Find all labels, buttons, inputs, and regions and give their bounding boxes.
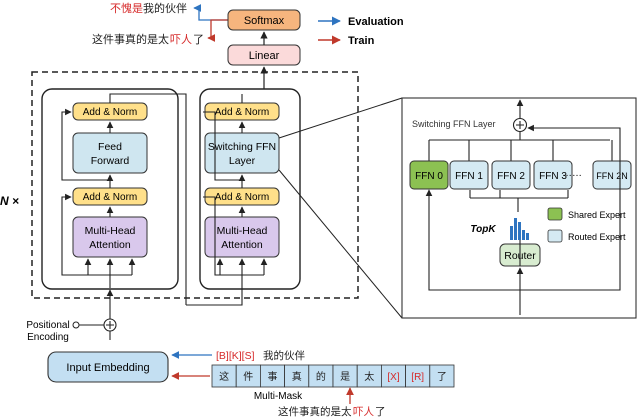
token-label: 事 bbox=[268, 370, 278, 383]
expert-label: FFN 3 bbox=[539, 171, 567, 182]
left-add-norm-top-label: Add & Norm bbox=[83, 107, 137, 118]
right-residual-top-line bbox=[203, 111, 242, 181]
output-train-black-end: 了 bbox=[193, 33, 204, 46]
expert-label: FFN 0 bbox=[415, 171, 443, 182]
input-embedding-label: Input Embedding bbox=[66, 362, 149, 374]
softmax-label: Softmax bbox=[244, 15, 285, 27]
bottom-sentence: 这件事真的是太 吓人 了 bbox=[278, 405, 386, 418]
multi-mask-label: Multi-Mask bbox=[254, 391, 303, 402]
train-output-arrow bbox=[207, 19, 228, 42]
switching-ffn-label-1: Switching FFN bbox=[208, 141, 276, 153]
expert-row: FFN 0 FFN 1 FFN 2 FFN 3 FFN 2N bbox=[409, 140, 632, 190]
right-add-norm-mid-label: Add & Norm bbox=[215, 192, 269, 203]
token-label: 件 bbox=[243, 371, 253, 383]
token-label: [X] bbox=[387, 372, 399, 383]
feed-forward-label-1: Feed bbox=[98, 141, 122, 153]
legend-routed-swatch bbox=[547, 229, 563, 243]
output-eval-text: 不愧是 我的伙伴 bbox=[110, 1, 187, 15]
token-label: [R] bbox=[411, 372, 424, 383]
left-residual-bottom bbox=[61, 193, 110, 276]
switching-ffn-box bbox=[204, 132, 280, 174]
bottom-sentence-end: 了 bbox=[375, 406, 386, 418]
eval-output-arrow bbox=[193, 4, 228, 21]
output-eval-red: 不愧是 bbox=[110, 1, 143, 15]
switching-detail-title: Switching FFN Layer bbox=[412, 119, 496, 129]
topk-bars bbox=[510, 218, 529, 240]
router-to-experts bbox=[469, 190, 569, 212]
switching-detail-panel bbox=[401, 97, 637, 319]
topk-bar-1 bbox=[510, 226, 513, 240]
n-times-label: N × bbox=[0, 194, 19, 208]
token-label: 了 bbox=[437, 371, 447, 383]
left-mha-box bbox=[72, 216, 148, 258]
right-mha-label-2: Attention bbox=[221, 239, 263, 251]
left-to-right-connector bbox=[109, 93, 187, 305]
right-add-norm-top-label: Add & Norm bbox=[215, 107, 269, 118]
token-label: 是 bbox=[340, 371, 350, 383]
token-label: 太 bbox=[364, 370, 374, 383]
detail-input-ffn0 bbox=[425, 189, 520, 291]
linear-label: Linear bbox=[249, 50, 280, 62]
topk-bar-2 bbox=[514, 218, 517, 240]
topk-bar-5 bbox=[526, 233, 529, 240]
zoom-line-bottom bbox=[278, 169, 403, 319]
detail-plus-icon bbox=[516, 121, 524, 129]
eval-input-tokens: [B][K][S] bbox=[216, 350, 255, 362]
expert-label: FFN 2N bbox=[596, 171, 628, 181]
left-mha-label-2: Attention bbox=[89, 239, 131, 251]
token-label: 这 bbox=[219, 370, 229, 383]
expert-dots: …… bbox=[562, 168, 582, 179]
expert-label: FFN 2 bbox=[497, 171, 525, 182]
left-residual-top bbox=[61, 108, 110, 181]
output-eval-black: 我的伙伴 bbox=[143, 1, 187, 15]
pos-plus-icon bbox=[106, 321, 114, 329]
left-mha-label-1: Multi-Head bbox=[85, 225, 136, 237]
token-box bbox=[429, 364, 455, 388]
topk-label: TopK bbox=[470, 224, 496, 235]
output-train-text: 这件事真的是太 吓人 了 bbox=[92, 32, 204, 46]
input-embedding-box bbox=[47, 351, 169, 383]
pos-enc-source bbox=[72, 321, 80, 329]
routed-expert-box bbox=[491, 160, 531, 190]
legend-evaluation: Evaluation bbox=[348, 16, 404, 28]
softmax-box bbox=[227, 9, 301, 31]
feed-forward-box bbox=[72, 132, 148, 174]
bottom-sentence-red: 吓人 bbox=[353, 406, 374, 418]
positional-label-1: Positional bbox=[26, 320, 69, 331]
token-row: 这 件 事 真 的 是 太 [X] [R] 了 bbox=[211, 364, 455, 388]
topk-bar-4 bbox=[522, 230, 525, 240]
positional-label-2: Encoding bbox=[27, 332, 69, 343]
right-mha-box bbox=[204, 216, 280, 258]
n-layers-container bbox=[31, 71, 359, 299]
switching-ffn-label-2: Layer bbox=[229, 155, 256, 167]
shared-expert-box bbox=[409, 160, 449, 190]
token-label: 真 bbox=[292, 370, 302, 383]
legend-routed-label: Routed Expert bbox=[568, 232, 626, 242]
left-add-norm-mid-label: Add & Norm bbox=[83, 192, 137, 203]
legend-shared-swatch bbox=[547, 207, 563, 221]
right-mha-label-1: Multi-Head bbox=[217, 225, 268, 237]
right-input-trunk bbox=[186, 275, 243, 306]
topk-bar-3 bbox=[518, 222, 521, 240]
zoom-line-top bbox=[278, 97, 403, 139]
routed-expert-box bbox=[592, 160, 632, 190]
detail-residual bbox=[520, 124, 621, 291]
expert-label: FFN 1 bbox=[455, 171, 483, 182]
routed-expert-box bbox=[449, 160, 489, 190]
output-train-red: 吓人 bbox=[170, 33, 192, 46]
eval-input-rest: 我的伙伴 bbox=[263, 349, 305, 362]
output-train-black: 这件事真的是太 bbox=[92, 32, 169, 46]
routed-expert-box bbox=[533, 160, 573, 190]
token-label: 的 bbox=[316, 370, 326, 383]
legend-train: Train bbox=[348, 35, 375, 47]
bottom-sentence-black: 这件事真的是太 bbox=[278, 405, 352, 418]
feed-forward-label-2: Forward bbox=[91, 155, 130, 167]
legend-shared-label: Shared Expert bbox=[568, 210, 626, 220]
